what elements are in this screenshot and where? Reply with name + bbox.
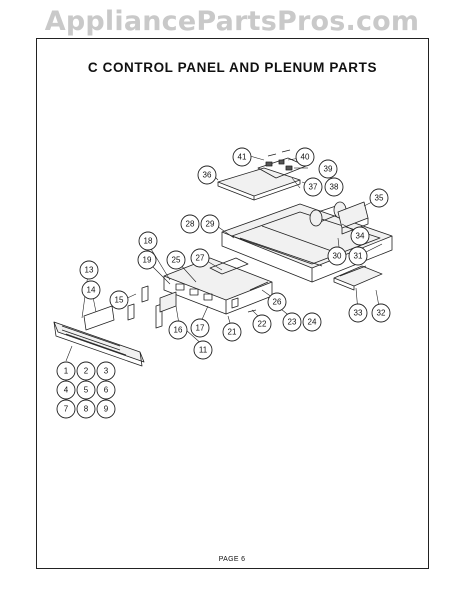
- callout-17: 17: [190, 318, 210, 338]
- callout-18: 18: [138, 231, 158, 251]
- callout-34: 34: [350, 226, 370, 246]
- callout-23: 23: [282, 312, 302, 332]
- callout-9: 9: [96, 399, 116, 419]
- callout-1: 1: [56, 361, 76, 381]
- svg-text:34: 34: [356, 232, 365, 241]
- svg-text:40: 40: [301, 153, 310, 162]
- callout-27: 27: [190, 248, 210, 268]
- callout-41: 41: [232, 147, 252, 167]
- svg-text:22: 22: [258, 320, 267, 329]
- callout-7: 7: [56, 399, 76, 419]
- svg-text:33: 33: [354, 309, 363, 318]
- callout-32: 32: [371, 303, 391, 323]
- callout-21: 21: [222, 322, 242, 342]
- svg-text:9: 9: [104, 405, 109, 414]
- svg-text:31: 31: [354, 252, 363, 261]
- page-border: [36, 38, 429, 569]
- callout-35: 35: [369, 188, 389, 208]
- callout-40: 40: [295, 147, 315, 167]
- callout-22: 22: [252, 314, 272, 334]
- svg-text:35: 35: [375, 194, 384, 203]
- svg-text:27: 27: [196, 254, 205, 263]
- svg-text:6: 6: [104, 386, 109, 395]
- svg-text:13: 13: [85, 266, 94, 275]
- callout-33: 33: [348, 303, 368, 323]
- callout-39: 39: [318, 159, 338, 179]
- svg-text:32: 32: [377, 309, 386, 318]
- svg-text:29: 29: [206, 220, 215, 229]
- small-brackets: [127, 285, 257, 329]
- svg-text:28: 28: [186, 220, 195, 229]
- svg-text:8: 8: [84, 405, 89, 414]
- svg-text:11: 11: [199, 346, 208, 355]
- svg-text:17: 17: [196, 324, 205, 333]
- callout-28: 28: [180, 214, 200, 234]
- svg-text:37: 37: [309, 183, 318, 192]
- page-title: C CONTROL PANEL AND PLENUM PARTS: [87, 60, 378, 75]
- svg-text:21: 21: [228, 328, 237, 337]
- svg-text:5: 5: [84, 386, 89, 395]
- callout-16: 16: [168, 320, 188, 340]
- callout-24: 24: [302, 312, 322, 332]
- watermark-logo: AppliancePartsPros.com: [44, 6, 420, 37]
- svg-text:19: 19: [143, 256, 152, 265]
- callout-15: 15: [109, 290, 129, 310]
- callout-37: 37: [303, 177, 323, 197]
- top-cover: [217, 167, 301, 201]
- svg-text:23: 23: [288, 318, 297, 327]
- callout-29: 29: [200, 214, 220, 234]
- callout-25: 25: [166, 250, 186, 270]
- display-lens: [83, 305, 115, 331]
- control-panel-front: [53, 321, 145, 367]
- svg-text:38: 38: [330, 183, 339, 192]
- svg-text:18: 18: [144, 237, 153, 246]
- svg-text:41: 41: [238, 153, 247, 162]
- callout-38: 38: [324, 177, 344, 197]
- svg-text:3: 3: [104, 367, 109, 376]
- callout-11: 11: [193, 340, 213, 360]
- callout-6: 6: [96, 380, 116, 400]
- callout-26: 26: [267, 292, 287, 312]
- callout-19: 19: [137, 250, 157, 270]
- svg-text:7: 7: [64, 405, 69, 414]
- svg-text:30: 30: [333, 252, 342, 261]
- svg-text:25: 25: [172, 256, 181, 265]
- svg-text:24: 24: [308, 318, 317, 327]
- svg-text:36: 36: [203, 171, 212, 180]
- svg-text:39: 39: [324, 165, 333, 174]
- callout-14: 14: [81, 280, 101, 300]
- svg-text:14: 14: [87, 286, 96, 295]
- callout-5: 5: [76, 380, 96, 400]
- callout-30: 30: [327, 246, 347, 266]
- svg-text:16: 16: [174, 326, 183, 335]
- callout-8: 8: [76, 399, 96, 419]
- svg-text:1: 1: [64, 367, 69, 376]
- callout-4: 4: [56, 380, 76, 400]
- callout-36: 36: [197, 165, 217, 185]
- callout-13: 13: [79, 260, 99, 280]
- page-number: PAGE 6: [218, 556, 246, 563]
- callout-3: 3: [96, 361, 116, 381]
- side-rail: [333, 265, 383, 291]
- svg-text:2: 2: [84, 367, 89, 376]
- svg-text:4: 4: [64, 386, 69, 395]
- svg-text:26: 26: [273, 298, 282, 307]
- callouts: 1 2 3 4 5 6 7 8 9 11 13 14 15 16 17 18 1…: [56, 147, 391, 419]
- callout-31: 31: [348, 246, 368, 266]
- svg-text:15: 15: [115, 296, 124, 305]
- callout-2: 2: [76, 361, 96, 381]
